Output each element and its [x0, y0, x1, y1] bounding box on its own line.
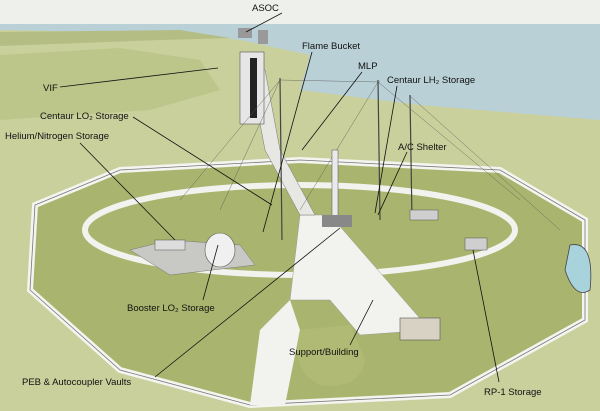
asoc-building-2 — [258, 30, 268, 44]
label-centaur-lh2-storage: Centaur LH₂ Storage — [387, 75, 475, 86]
land-left — [0, 48, 220, 120]
rail-track — [249, 69, 316, 216]
label-booster-lo2-storage: Booster LO₂ Storage — [127, 303, 215, 314]
launch-vehicle — [331, 149, 339, 221]
label-peb-autocoupler-vaults: PEB & Autocoupler Vaults — [22, 377, 131, 388]
support-building — [399, 317, 441, 341]
booster-lo2-sphere — [204, 232, 236, 268]
tower-cables — [179, 79, 561, 231]
label-asoc: ASOC — [252, 3, 279, 14]
label-rp1-storage: RP-1 Storage — [484, 387, 542, 398]
label-ac-shelter: A/C Shelter — [398, 142, 447, 153]
access-road — [250, 300, 300, 405]
lightning-towers — [279, 77, 413, 241]
rp1-storage — [464, 237, 488, 251]
support-grass — [297, 325, 365, 386]
label-support-building: Support/Building — [289, 347, 359, 358]
ac-shelter — [409, 209, 439, 221]
label-helium-nitrogen-storage: Helium/Nitrogen Storage — [5, 131, 109, 142]
label-flame-bucket: Flame Bucket — [302, 41, 360, 52]
label-mlp: MLP — [358, 61, 378, 72]
perimeter-fence-line — [29, 159, 586, 406]
island — [0, 30, 230, 46]
mlp-platform — [322, 215, 352, 227]
helium-nitrogen-tanks — [154, 239, 186, 251]
retention-pond — [564, 244, 592, 293]
vif-door — [250, 58, 257, 118]
sky — [0, 0, 600, 25]
asoc-building — [238, 28, 252, 38]
label-vif: VIF — [43, 83, 58, 94]
leader-lines — [59, 12, 500, 383]
label-centaur-lo2-storage: Centaur LO₂ Storage — [40, 111, 129, 122]
